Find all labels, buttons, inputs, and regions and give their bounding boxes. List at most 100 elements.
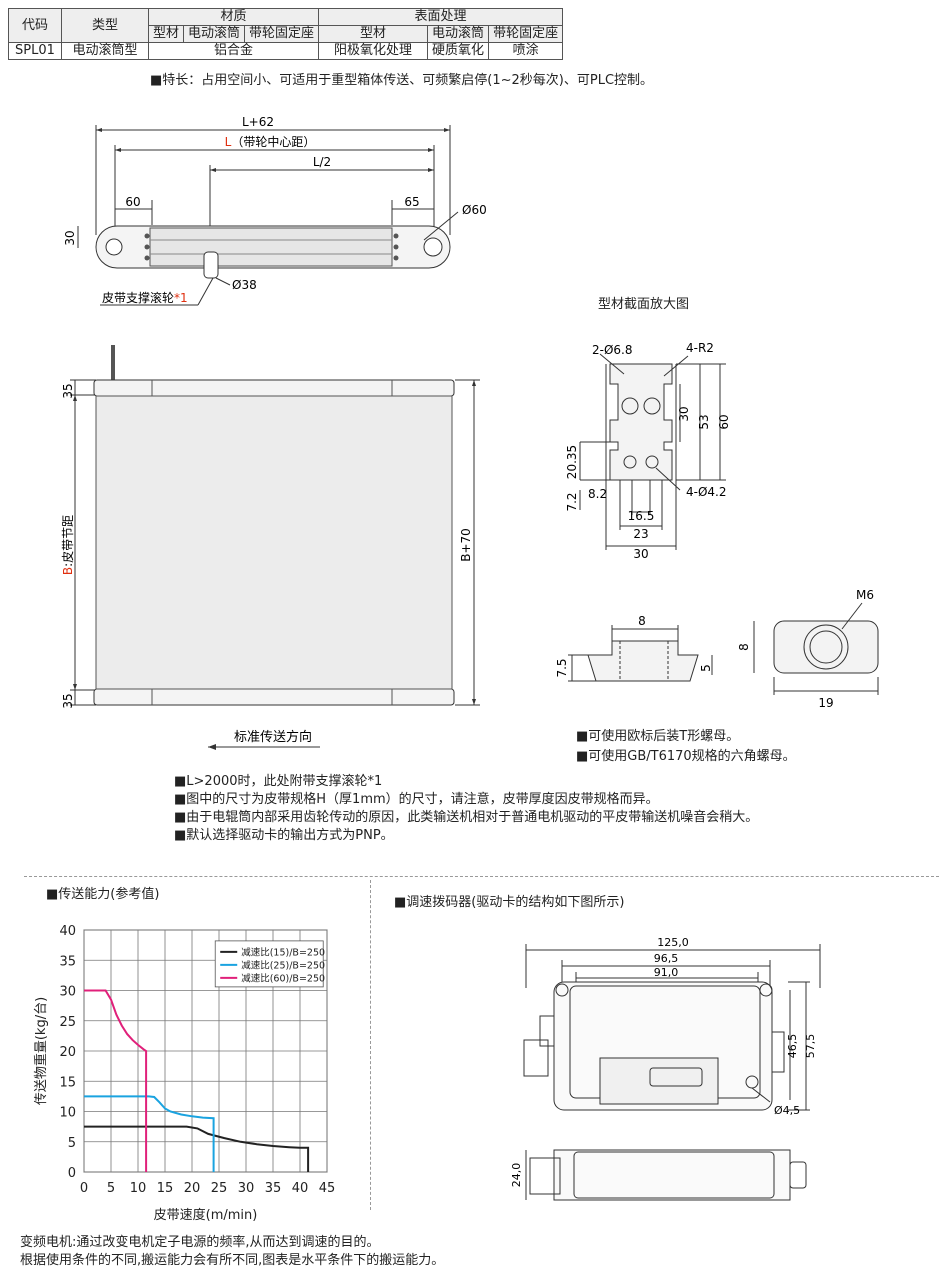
y-tick-label: 5	[68, 1136, 76, 1151]
x-tick-label: 40	[292, 1181, 309, 1196]
nut-note-1: ■可使用欧标后装T形螺母。	[576, 729, 740, 744]
profile-d4: 53	[697, 414, 711, 429]
sub2-profile: 型材	[318, 25, 429, 43]
x-tick-label: 35	[265, 1181, 282, 1196]
sub-roller: 电动滚筒	[183, 25, 246, 43]
dim-center: L（带轮中心距）	[225, 134, 316, 149]
sub2-seat: 带轮固定座	[488, 25, 564, 43]
profile-d7: 7.2	[565, 492, 579, 511]
series-line	[84, 1125, 310, 1172]
dim-thick: 30	[63, 230, 77, 245]
notes-block: ■L>2000时，此处附带支撑滚轮*1 ■图中的尺寸为皮带规格H（厚1mm）的尺…	[174, 773, 758, 845]
dip-d1: 125,0	[657, 936, 689, 949]
front-view-drawing: 35 35 B:皮带节距 B+70 标准传送方向	[61, 345, 480, 750]
col-surface: 表面处理	[318, 8, 564, 26]
nut-d6: 19	[818, 696, 833, 710]
dim-total: L+62	[242, 115, 274, 129]
x-tick-label: 20	[184, 1181, 201, 1196]
dip-d4: 46,5	[786, 1034, 799, 1059]
profile-d11: 23	[633, 527, 648, 541]
dim-dia60: Ø60	[462, 203, 487, 217]
col-type: 类型	[61, 8, 149, 43]
y-tick-label: 10	[59, 1106, 76, 1121]
x-tick-label: 15	[157, 1181, 174, 1196]
y-tick-label: 15	[59, 1075, 76, 1090]
profile-d2: 4-R2	[686, 341, 714, 355]
dim-top35: 35	[61, 383, 75, 398]
note-item: ■默认选择驱动卡的输出方式为PNP。	[174, 828, 394, 843]
x-tick-label: 45	[319, 1181, 336, 1196]
dim-dia38: Ø38	[232, 278, 257, 292]
legend-label: 减速比(25)/B=250	[241, 959, 325, 971]
dip-d7: 24,0	[510, 1163, 523, 1188]
x-tick-label: 30	[238, 1181, 255, 1196]
profile-d9: 4-Ø4.2	[686, 485, 727, 499]
spec-table: 代码 类型 材质 表面处理 型材 电动滚筒 带轮固定座 型材 电动滚筒 带轮固定…	[8, 8, 564, 60]
feature-text: ■特长：占用空间小、可适用于重型箱体传送、可频繁启停(1~2秒每次)、可PLC控…	[150, 73, 654, 88]
profile-d8: 8.2	[588, 487, 607, 501]
profile-title: 型材截面放大图	[598, 297, 690, 312]
profile-d1: 2-Ø6.8	[592, 343, 633, 357]
dim-pitch: B:皮带节距	[61, 515, 75, 575]
sub-profile: 型材	[147, 25, 185, 43]
sub-seat: 带轮固定座	[244, 25, 320, 43]
profile-d6: 20.35	[565, 445, 579, 479]
note-item: ■图中的尺寸为皮带规格H（厚1mm）的尺寸，请注意，皮带厚度因皮带规格而异。	[174, 792, 659, 807]
y-tick-label: 20	[59, 1045, 76, 1060]
legend-label: 减速比(15)/B=250	[241, 946, 325, 958]
dip-d3: 91,0	[654, 966, 679, 979]
footer-line: 根据使用条件的不同,搬运能力会有所不同,图表是水平条件下的搬运能力。	[20, 1253, 445, 1268]
top-view-drawing: L+62 L（带轮中心距） L/2 60 65 30 Ø60 Ø38 皮带支撑滚…	[63, 115, 487, 306]
sub2-roller: 电动滚筒	[427, 25, 490, 43]
cell-type: 电动滚筒型	[61, 42, 149, 60]
cell-surf-profile: 阳极氧化处理	[318, 42, 429, 60]
divider-h	[24, 876, 939, 877]
cell-surf-roller: 硬质氧化	[427, 42, 490, 60]
nut-d2: 7.5	[555, 658, 569, 677]
dip-d5: 57,5	[804, 1034, 817, 1059]
cell-surf-seat: 喷涂	[488, 42, 564, 60]
profile-drawing: 2-Ø6.8 4-R2 30 53 60 20.35 7.2 8.2 4-Ø4.…	[565, 341, 731, 561]
dim-b70: B+70	[459, 528, 473, 562]
nut-drawings: 8 7.5 5 M6 8 19	[555, 588, 879, 710]
x-tick-label: 0	[80, 1181, 88, 1196]
x-tick-label: 10	[130, 1181, 147, 1196]
direction-label: 标准传送方向	[234, 729, 312, 745]
x-tick-label: 25	[211, 1181, 228, 1196]
y-tick-label: 25	[59, 1015, 76, 1030]
nut-d4: M6	[856, 588, 874, 602]
dim-half: L/2	[313, 155, 331, 169]
legend-label: 减速比(60)/B=250	[241, 972, 325, 984]
dim-left: 60	[125, 195, 140, 209]
profile-d10: 16.5	[628, 509, 655, 523]
dip-title: ■调速拨码器(驱动卡的结构如下图所示)	[394, 895, 625, 910]
x-axis-label: 皮带速度(m/min)	[154, 1207, 258, 1223]
profile-d12: 30	[633, 547, 648, 561]
x-tick-label: 5	[107, 1181, 115, 1196]
dim-bottom35: 35	[61, 693, 75, 708]
nut-d5: 8	[737, 643, 751, 651]
series-line	[84, 1095, 215, 1172]
dim-right: 65	[404, 195, 419, 209]
series-line	[84, 989, 148, 1172]
col-code: 代码	[8, 8, 62, 43]
dip-d6: Ø4,5	[774, 1104, 800, 1117]
footer-text: 变频电机:通过改变电机定子电源的频率,从而达到调速的目的。 根据使用条件的不同,…	[20, 1234, 444, 1270]
roller-label: 皮带支撑滚轮*1	[102, 290, 188, 305]
col-material: 材质	[147, 8, 320, 26]
y-tick-label: 40	[59, 924, 76, 939]
y-tick-label: 35	[59, 954, 76, 969]
profile-d3: 30	[677, 406, 691, 421]
y-tick-label: 30	[59, 985, 76, 1000]
footer-line: 变频电机:通过改变电机定子电源的频率,从而达到调速的目的。	[20, 1235, 380, 1250]
divider-v	[370, 880, 371, 1210]
cell-material: 铝合金	[147, 42, 320, 60]
cell-code: SPL01	[8, 42, 62, 60]
y-tick-label: 0	[68, 1166, 76, 1181]
y-axis-label: 传送物重量(kg/台)	[33, 997, 49, 1105]
nut-d1: 8	[638, 614, 646, 628]
chart-title: ■传送能力(参考值)	[46, 887, 160, 902]
driver-card-drawing: 125,0 96,5 91,0 46,5 57,5 Ø4,5 24,0	[510, 936, 821, 1201]
dip-d2: 96,5	[654, 952, 679, 965]
capacity-chart: 0 5 10 15 20 25 30 35 40 45 0 5 10 15 20 25 30 35 40 减速比(15…	[33, 924, 336, 1223]
